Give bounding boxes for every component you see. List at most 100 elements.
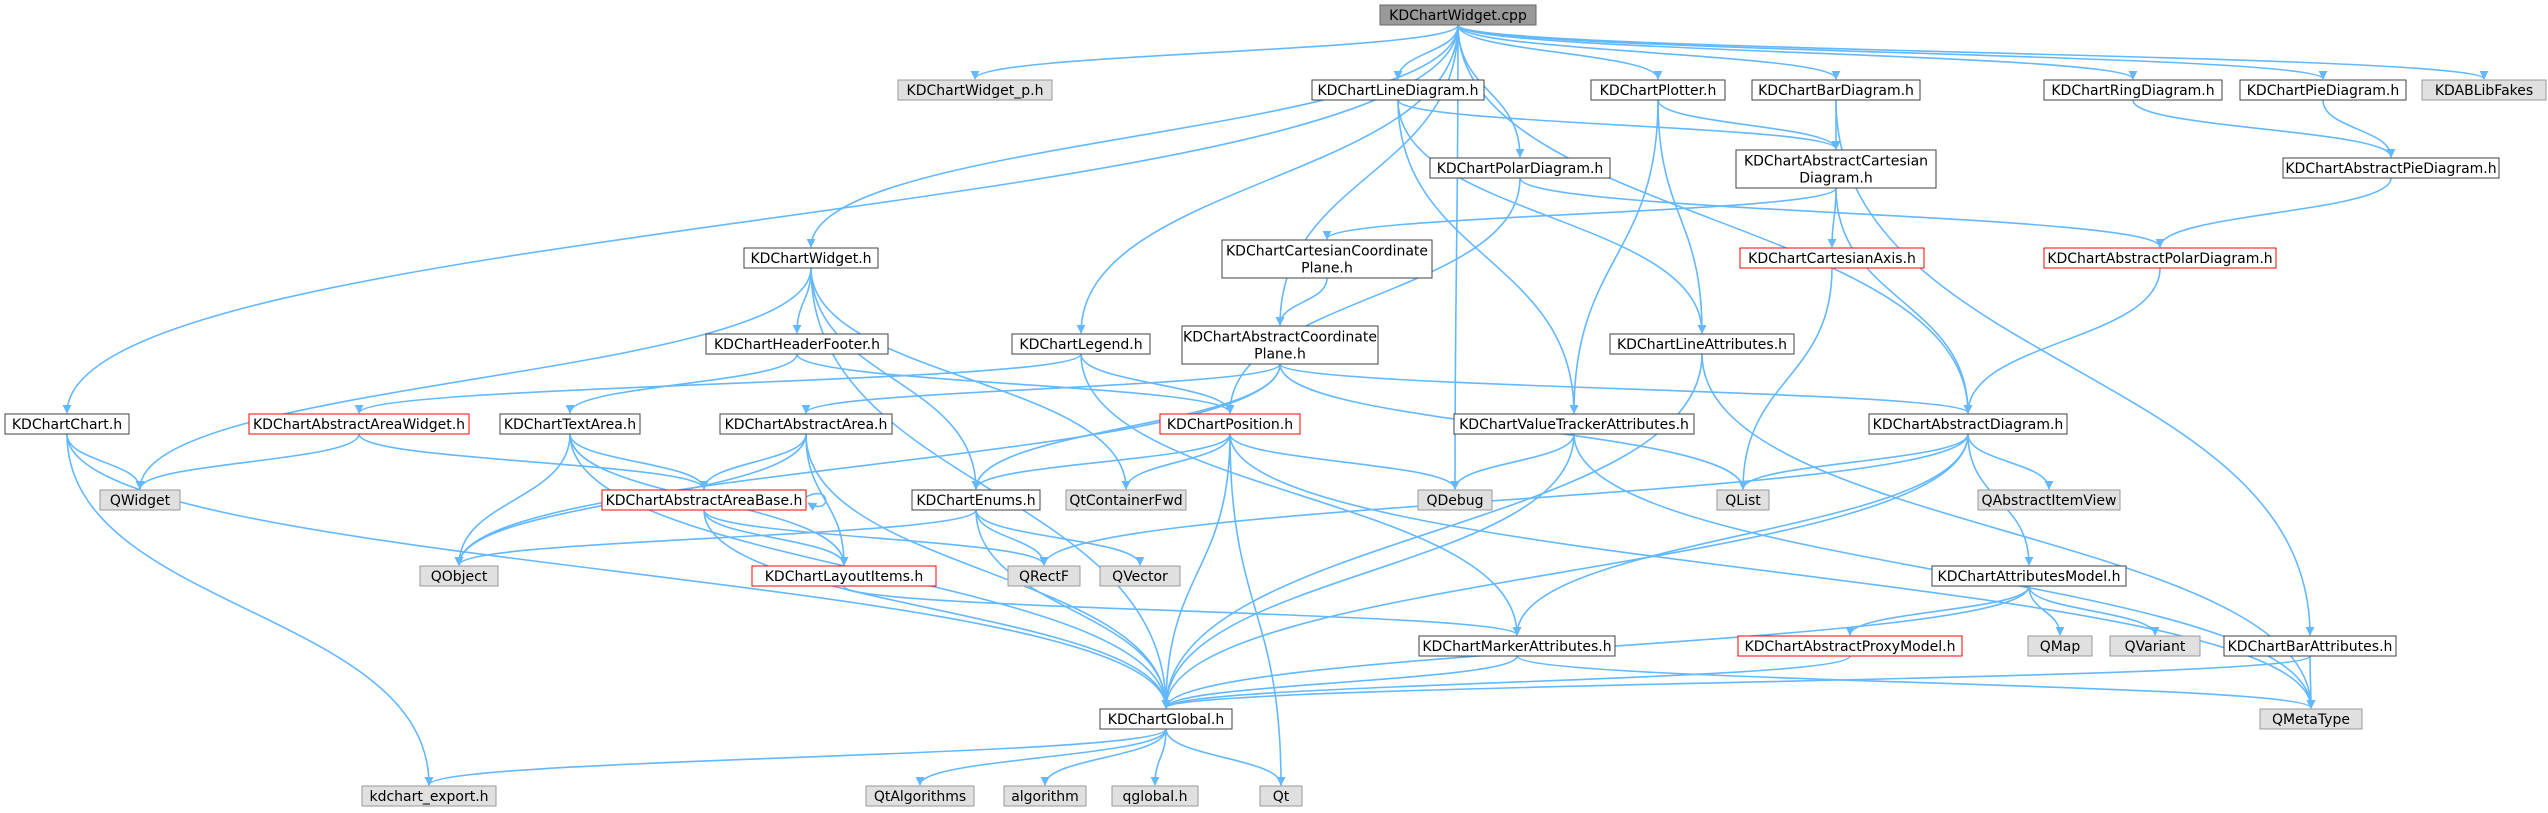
node-box <box>743 247 879 269</box>
node-label: KDChartHeaderFooter.h <box>714 337 880 353</box>
file-node-qmetatype: QMetaType <box>2259 708 2363 730</box>
node-label: QDebug <box>1426 493 1483 509</box>
node-box <box>1453 413 1695 435</box>
node-box <box>361 785 497 807</box>
file-node-kdchartlineattributes-h[interactable]: KDChartLineAttributes.h <box>1609 333 1795 355</box>
dependency-edge <box>135 267 812 490</box>
file-node-kdchartringdiagram-h[interactable]: KDChartRingDiagram.h <box>2043 79 2223 101</box>
dependency-edge <box>1457 24 2328 80</box>
node-label: KDChartRingDiagram.h <box>2051 83 2214 99</box>
node-box <box>1429 157 1611 179</box>
node-label: KDChartWidget_p.h <box>907 83 1044 99</box>
file-node-qt: Qt <box>1259 785 1303 807</box>
file-node-kdchartglobal-h[interactable]: KDChartGlobal.h <box>1099 708 1233 730</box>
dependency-edge <box>1397 99 1841 150</box>
node-label: QVariant <box>2125 639 2186 655</box>
file-node-qtcontainerfwd: QtContainerFwd <box>1065 489 1187 511</box>
file-node-kdchartlayoutitems-h[interactable]: KDChartLayoutItems.h <box>751 565 937 587</box>
file-node-kdchartchart-h[interactable]: KDChartChart.h <box>4 413 130 435</box>
node-box <box>1737 635 1963 657</box>
dependency-edge <box>66 433 145 490</box>
dependency-edge <box>1165 728 1286 786</box>
file-node-kdchartabstractpiediagram-h[interactable]: KDChartAbstractPieDiagram.h <box>2282 157 2500 179</box>
dependency-edge <box>915 728 1167 786</box>
node-label: KDChartAbstractAreaWidget.h <box>253 417 465 433</box>
node-label: KDChartBarAttributes.h <box>2228 639 2393 655</box>
dependency-edge <box>1657 99 1841 150</box>
dependency-edge <box>1457 24 2489 80</box>
file-node-kdchartpolardiagram-h[interactable]: KDChartPolarDiagram.h <box>1429 157 1611 179</box>
file-node-kdchartwidget-h[interactable]: KDChartWidget.h <box>743 247 879 269</box>
node-label: KDChartAbstractProxyModel.h <box>1745 639 1956 655</box>
file-node-kdchartlegend-h[interactable]: KDChartLegend.h <box>1011 333 1151 355</box>
node-box <box>2259 708 2363 730</box>
file-node-qmap: QMap <box>2027 635 2093 657</box>
node-label: KDChartValueTrackerAttributes.h <box>1459 417 1689 433</box>
file-node-kdchartheaderfooter-h[interactable]: KDChartHeaderFooter.h <box>705 333 889 355</box>
node-box <box>1011 333 1151 355</box>
file-node-kdchartbardiagram-h[interactable]: KDChartBarDiagram.h <box>1751 79 1921 101</box>
node-label: KDChartLineDiagram.h <box>1317 83 1478 99</box>
dependency-edge <box>135 433 360 490</box>
node-label: KDChartAbstractDiagram.h <box>1873 417 2064 433</box>
file-node-kdchartmarkerattributes-h[interactable]: KDChartMarkerAttributes.h <box>1418 635 1616 657</box>
file-node-qvector: QVector <box>1099 565 1181 587</box>
dependency-edge <box>971 433 1231 490</box>
dependency-edge <box>1229 433 1460 490</box>
dependency-edge <box>354 353 1082 414</box>
dependency-edge <box>843 585 1522 636</box>
file-node-kdchartabstractareabase-h[interactable]: KDChartAbstractAreaBase.h <box>601 489 807 511</box>
dependency-edge <box>2155 177 2392 248</box>
node-box <box>1181 325 1379 365</box>
node-box <box>1065 489 1187 511</box>
node-label: KDChartLegend.h <box>1019 337 1142 353</box>
file-node-kdchartbarattributes-h[interactable]: KDChartBarAttributes.h <box>2223 635 2397 657</box>
node-box <box>1221 239 1433 279</box>
dependency-edge <box>1229 433 1286 786</box>
node-label: KDChartBarDiagram.h <box>1758 83 1914 99</box>
file-node-kdchartenums-h[interactable]: KDChartEnums.h <box>911 489 1041 511</box>
node-label: KDChartAbstractPieDiagram.h <box>2285 161 2496 177</box>
node-box <box>1418 635 1616 657</box>
dependency-edge <box>1161 433 1575 709</box>
file-node-kdchartabstractpolardiagram-h[interactable]: KDChartAbstractPolarDiagram.h <box>2043 247 2277 269</box>
file-node-kdchart-export-h: kdchart_export.h <box>361 785 497 807</box>
dependency-edge <box>703 509 849 566</box>
node-label: QMap <box>2040 639 2081 655</box>
dependency-edge <box>1150 728 1167 786</box>
dependency-edge <box>569 433 709 490</box>
node-label: KDChartPlotter.h <box>1600 83 1717 99</box>
file-node-qvariant: QVariant <box>2109 635 2201 657</box>
node-box <box>1259 785 1303 807</box>
file-node-kdcharttextarea-h[interactable]: KDChartTextArea.h <box>499 413 641 435</box>
file-node-kdchartposition-h[interactable]: KDChartPosition.h <box>1159 413 1301 435</box>
node-label: KDChartMarkerAttributes.h <box>1422 639 1611 655</box>
node-box <box>1099 565 1181 587</box>
dependency-edge <box>66 433 434 786</box>
file-node-kdchartabstractarea-h[interactable]: KDChartAbstractArea.h <box>719 413 893 435</box>
file-node-kdchartvaluetrackerattributes-h[interactable]: KDChartValueTrackerAttributes.h <box>1453 413 1695 435</box>
node-label: KDChartAbstractArea.h <box>725 417 888 433</box>
dependency-edge <box>1076 24 1459 334</box>
file-node-kdchartabstractdiagram-h[interactable]: KDChartAbstractDiagram.h <box>1868 413 2068 435</box>
node-label: KDChartCartesianAxis.h <box>1748 251 1916 267</box>
file-node-kdchartabstractproxymodel-h[interactable]: KDChartAbstractProxyModel.h <box>1737 635 1963 657</box>
node-box <box>1735 149 1937 189</box>
file-node-kdchartabstractareawidget-h[interactable]: KDChartAbstractAreaWidget.h <box>248 413 470 435</box>
dependency-edge <box>1397 99 1707 334</box>
dependency-edge <box>970 24 1459 80</box>
file-node-kdchartplotter-h[interactable]: KDChartPlotter.h <box>1590 79 1726 101</box>
dependency-edge <box>1161 655 1518 709</box>
node-label: QtContainerFwd <box>1069 493 1182 509</box>
file-node-kdchartpiediagram-h[interactable]: KDChartPieDiagram.h <box>2239 79 2407 101</box>
file-node-kdchartwidget-cpp[interactable]: KDChartWidget.cpp <box>1379 4 1537 26</box>
dependency-edge <box>1519 177 2165 248</box>
file-node-kdchartattributesmodel-h[interactable]: KDChartAttributesModel.h <box>1931 565 2127 587</box>
file-node-kdchartcartesianaxis-h[interactable]: KDChartCartesianAxis.h <box>1739 247 1925 269</box>
dependency-edge <box>703 509 1171 709</box>
file-node-kdchartlinediagram-h[interactable]: KDChartLineDiagram.h <box>1311 79 1485 101</box>
dependency-edge <box>703 509 1049 566</box>
